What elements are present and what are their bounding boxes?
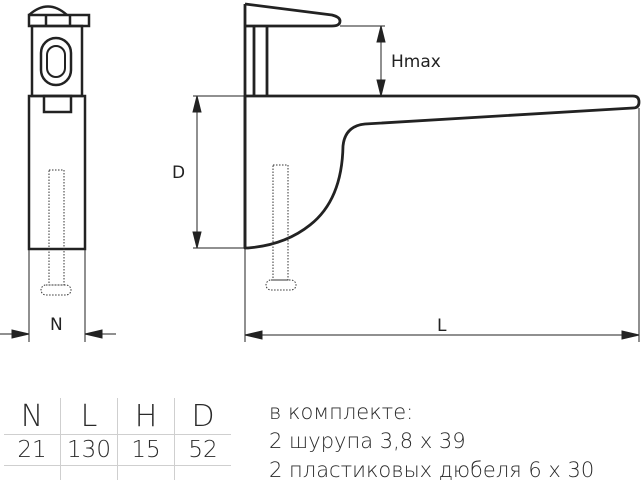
label-hmax: Hmax bbox=[391, 52, 441, 72]
slot-outer bbox=[39, 36, 73, 87]
technical-drawing: N Hmax D L bbox=[0, 2, 641, 342]
spacer-cell bbox=[175, 466, 232, 481]
header-n: N bbox=[4, 398, 61, 435]
header-h: H bbox=[117, 398, 175, 435]
kit-contents: в комплекте: 2 шурупа 3,8 x 39 2 пластик… bbox=[269, 398, 594, 485]
spec-table: N L H D 21 130 15 52 bbox=[4, 398, 231, 480]
notch bbox=[42, 94, 73, 114]
label-d: D bbox=[172, 163, 185, 183]
clamp-jaw bbox=[244, 2, 342, 28]
header-l: L bbox=[60, 398, 118, 435]
value-l: 130 bbox=[60, 434, 118, 466]
front-view bbox=[27, 5, 91, 251]
lower-body bbox=[27, 94, 87, 251]
dimension-l bbox=[244, 108, 640, 342]
value-h: 15 bbox=[117, 434, 175, 466]
spacer-cell bbox=[117, 465, 175, 480]
spec-table-spacer-row bbox=[4, 465, 232, 481]
dimension-d bbox=[192, 95, 245, 249]
dimension-n bbox=[0, 249, 116, 342]
label-l: L bbox=[437, 316, 447, 336]
header-d: D bbox=[174, 398, 231, 435]
bracket-side-view bbox=[243, 2, 641, 250]
kit-title: в комплекте: bbox=[269, 400, 414, 424]
value-n: 21 bbox=[4, 434, 61, 466]
spacer-cell bbox=[60, 465, 118, 480]
cap-dome bbox=[28, 5, 68, 16]
kit-item-screws: 2 шурупа 3,8 x 39 bbox=[269, 429, 466, 453]
slot-inner bbox=[46, 45, 66, 78]
bracket-arm bbox=[243, 94, 641, 250]
value-d: 52 bbox=[174, 434, 231, 466]
spec-table-value-row: 21 130 15 52 bbox=[4, 434, 231, 466]
spec-table-header-row: N L H D bbox=[4, 398, 231, 435]
cap-base bbox=[27, 13, 91, 28]
label-n: N bbox=[50, 315, 63, 335]
front-screw bbox=[40, 169, 72, 296]
kit-item-dowels: 2 пластиковых дюбеля 6 x 30 bbox=[269, 458, 595, 482]
dimension-hmax bbox=[340, 25, 386, 97]
side-screw bbox=[265, 164, 297, 291]
spacer-cell bbox=[4, 465, 61, 480]
